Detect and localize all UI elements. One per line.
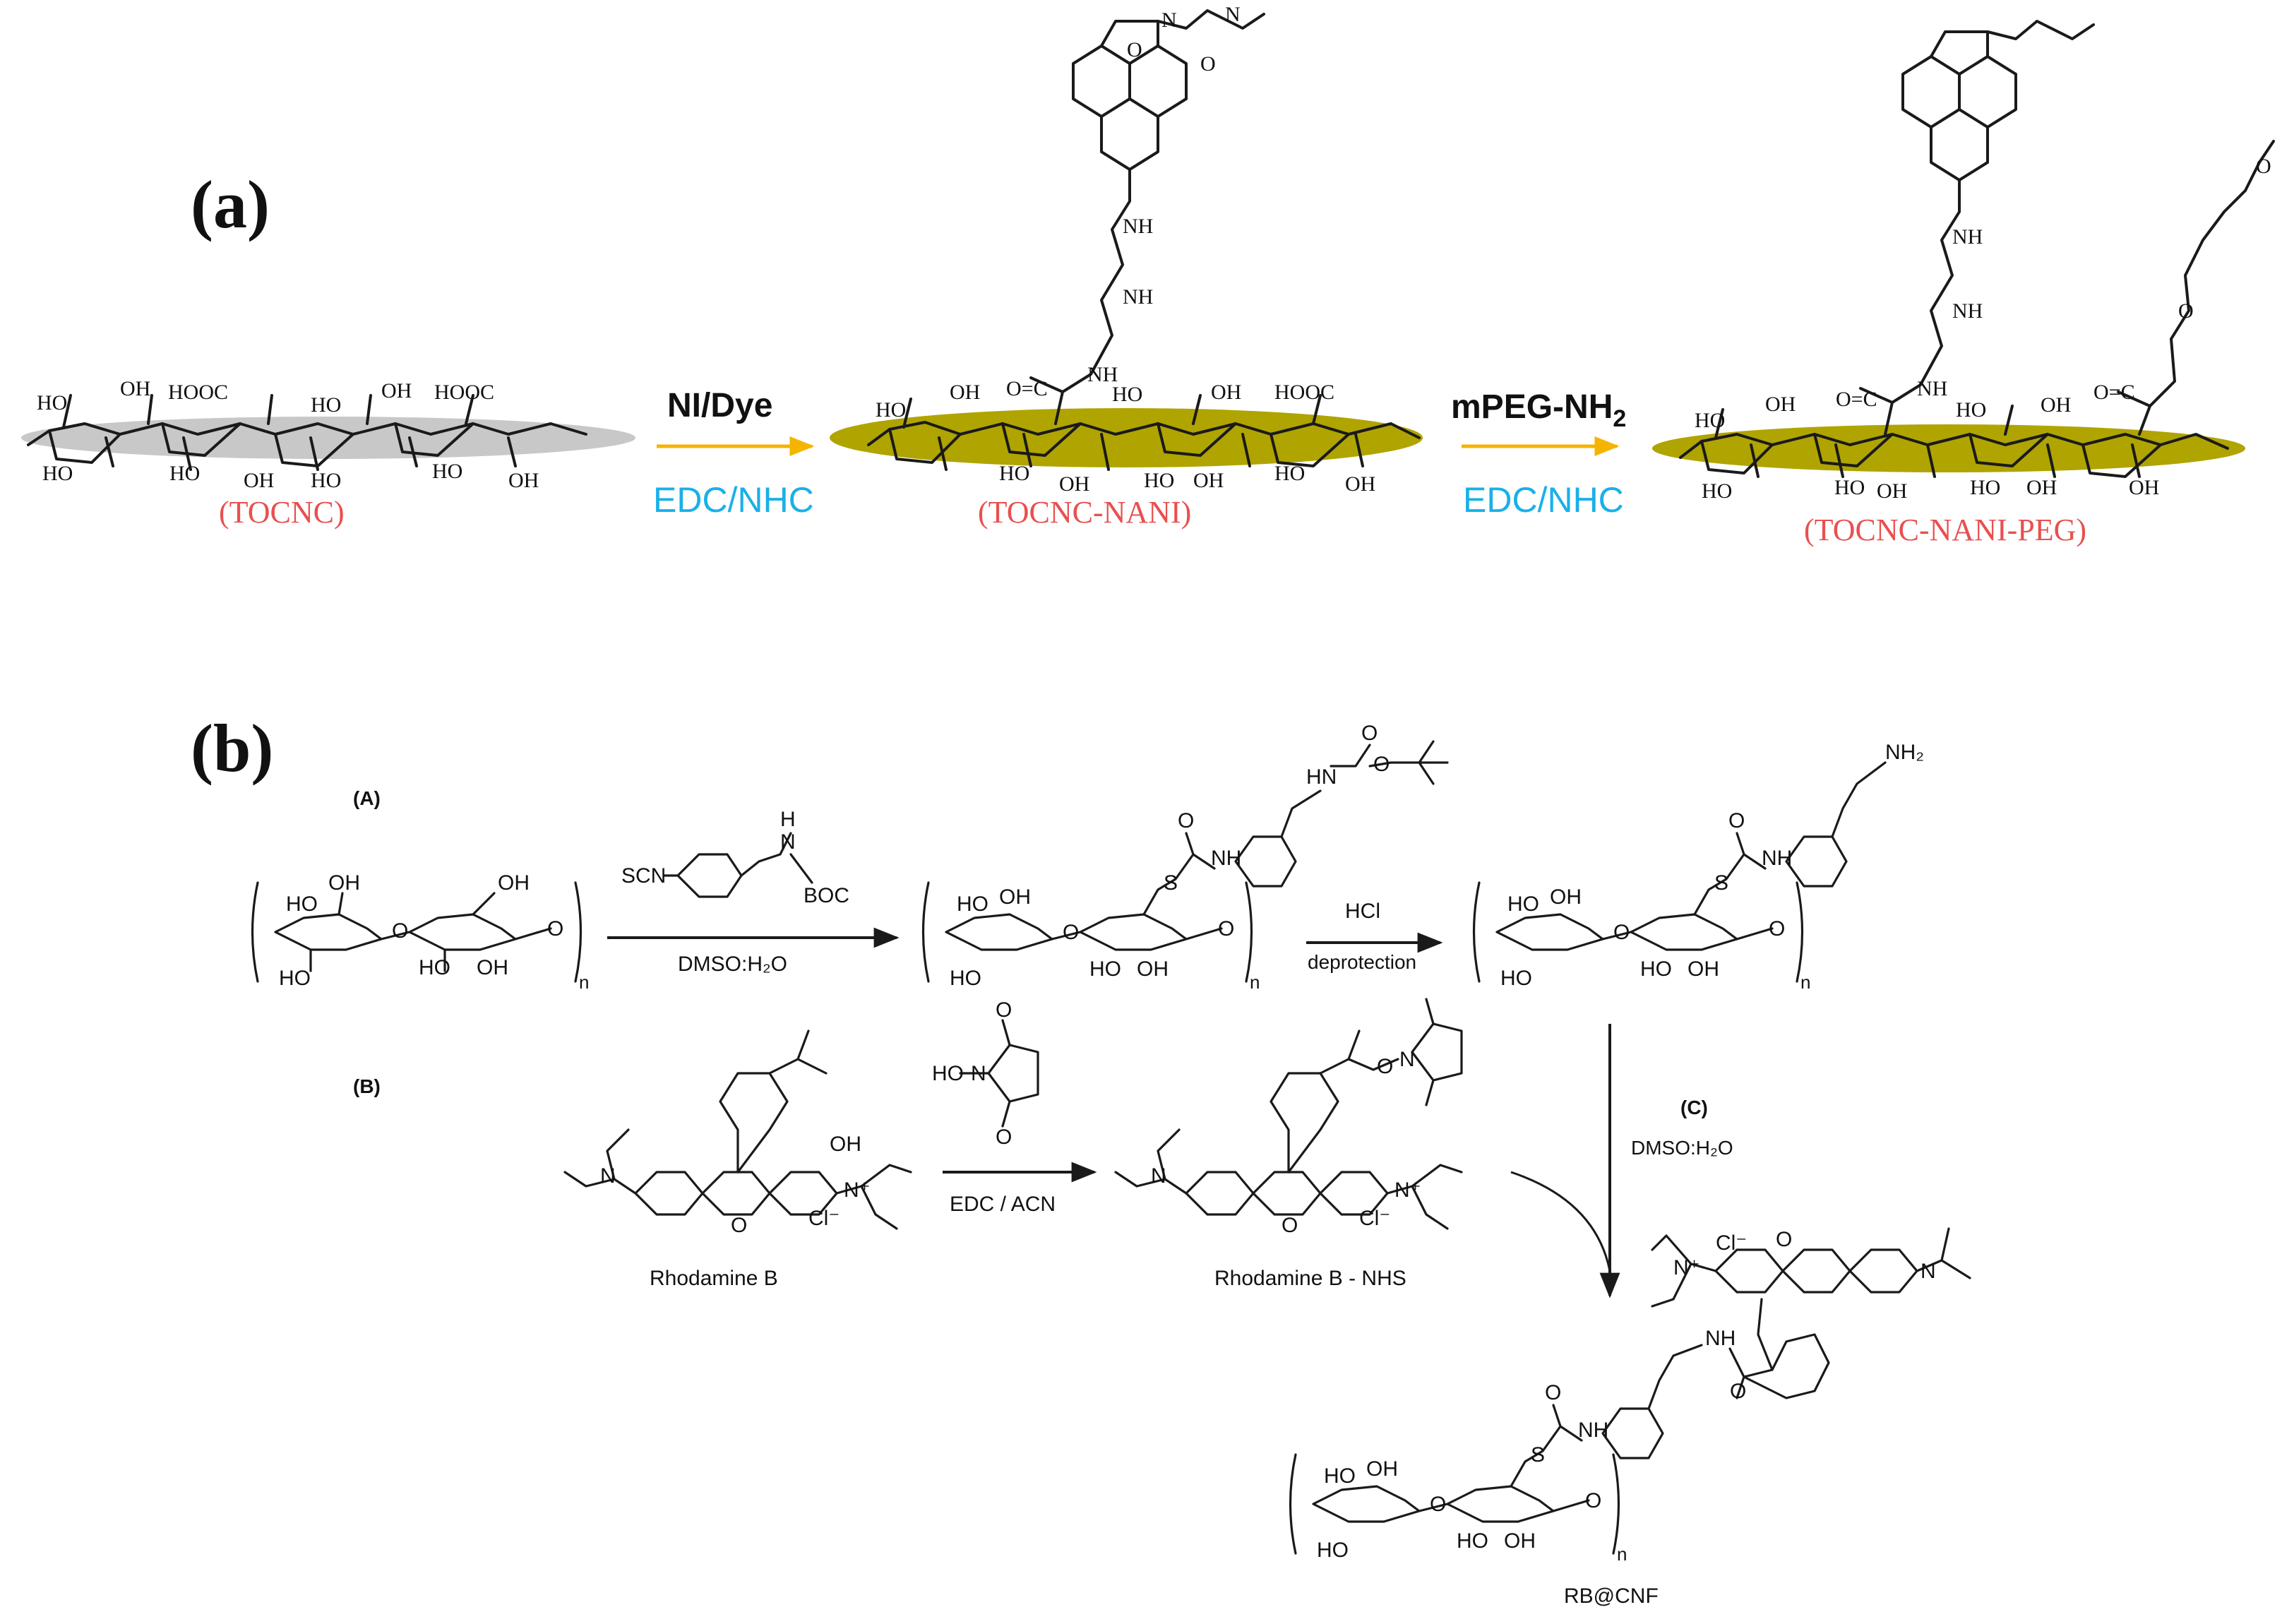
product-label-tocnc-nani: (TOCNC-NANI) <box>978 495 1191 530</box>
nani-chain-skeleton <box>867 9 1421 471</box>
rb-cnf-product: HO OH O HO HO OH O S O NH NH O N⁺ Cl⁻ O … <box>1289 1227 1971 1608</box>
panel-b-label: (b) <box>191 710 273 786</box>
cond-dmso-a1: DMSO:H₂O <box>678 953 787 976</box>
cond-hcl: HCl <box>1345 900 1380 923</box>
tocnc-skeleton <box>27 394 587 471</box>
peg-chain-skeleton <box>1679 20 2275 478</box>
cond-edc-acn: EDC / ACN <box>950 1193 1056 1216</box>
reaction-arrow-2: mPEG-NH2 EDC/NHC <box>1451 388 1626 520</box>
atom-label: HO OH O=C NH NH NH HO OH HOOC HO OH HO O… <box>876 3 1381 496</box>
conditions-edc-nhc-1: EDC/NHC <box>653 480 814 520</box>
atom-label: HO OH O HO HO OH O S O NH HN O O n <box>950 722 1396 993</box>
conditions-edc-nhc-2: EDC/NHC <box>1463 480 1624 520</box>
step-label-b: (B) <box>353 1075 381 1097</box>
olive-nanocrystal-band <box>830 408 1423 467</box>
atom-label: HO OH HOOC HO OH HOOC HO HO OH HO HO OH <box>37 377 539 492</box>
rhodamine-b: N O OH N⁺ Cl⁻ Rhodamine B <box>563 1029 912 1290</box>
atom-label: N O OH N⁺ Cl⁻ <box>600 1133 876 1237</box>
gray-nanocrystal-band <box>21 417 635 459</box>
atom-label: HO OH O HO HO OH O S O NH NH O N⁺ Cl⁻ O … <box>1317 1228 1942 1565</box>
cellulose-boc-intermediate: HO OH O HO HO OH O S O NH HN O O n <box>921 722 1449 993</box>
label-rhodamine-b-nhs: Rhodamine B - NHS <box>1214 1267 1406 1290</box>
product-label-tocnc: (TOCNC) <box>219 495 345 530</box>
rhodamine-b-nhs: N O O N N⁺ Cl⁻ Rhodamine B - NHS <box>1114 998 1463 1290</box>
reagent-scn-boc: SCN H N BOC <box>621 808 849 907</box>
tocnc-nani-chain: HO OH O=C NH NH NH HO OH HOOC HO OH HO O… <box>830 3 1423 530</box>
panel-a-label: (a) <box>191 167 270 242</box>
atom-label: HO N O O <box>932 998 1018 1149</box>
atom-label: HO OH O=C NH NH NH HO OH O=C HO HO OH HO… <box>1695 155 2271 503</box>
cond-dmso-c: DMSO:H₂O <box>1631 1137 1733 1159</box>
cond-deprotection: deprotection <box>1308 951 1416 973</box>
reagent-mpeg-nh2: mPEG-NH2 <box>1451 388 1626 432</box>
cellulose-amine: HO OH O HO HO OH O S O NH NH₂ n <box>1472 741 1930 993</box>
step-label-c: (C) <box>1680 1097 1708 1118</box>
label-rb-cnf: RB@CNF <box>1564 1584 1659 1608</box>
atom-label: N O O N N⁺ Cl⁻ <box>1151 1048 1427 1237</box>
reagent-nhs: HO N O O <box>932 998 1039 1149</box>
cellulose-start: HO OH O OH HO HO OH O n <box>251 871 589 993</box>
step-label-a: (A) <box>353 787 381 809</box>
curved-arrow-join <box>1510 1171 1611 1272</box>
atom-label: HO OH O HO HO OH O S O NH NH₂ n <box>1500 741 1930 993</box>
atom-label: HO OH O OH HO HO OH O n <box>279 871 589 993</box>
tocnc-nani-peg-chain: HO OH O=C NH NH NH HO OH O=C HO HO OH HO… <box>1652 20 2275 547</box>
atom-label: SCN H N BOC <box>621 808 849 907</box>
reagent-ni-dye: NI/Dye <box>667 387 772 424</box>
label-rhodamine-b: Rhodamine B <box>650 1267 778 1290</box>
reaction-arrow-1: NI/Dye EDC/NHC <box>653 387 815 520</box>
tocnc-chain: HO OH HOOC HO OH HOOC HO HO OH HO HO OH … <box>21 377 635 530</box>
product-label-tocnc-nani-peg: (TOCNC-NANI-PEG) <box>1804 513 2086 547</box>
